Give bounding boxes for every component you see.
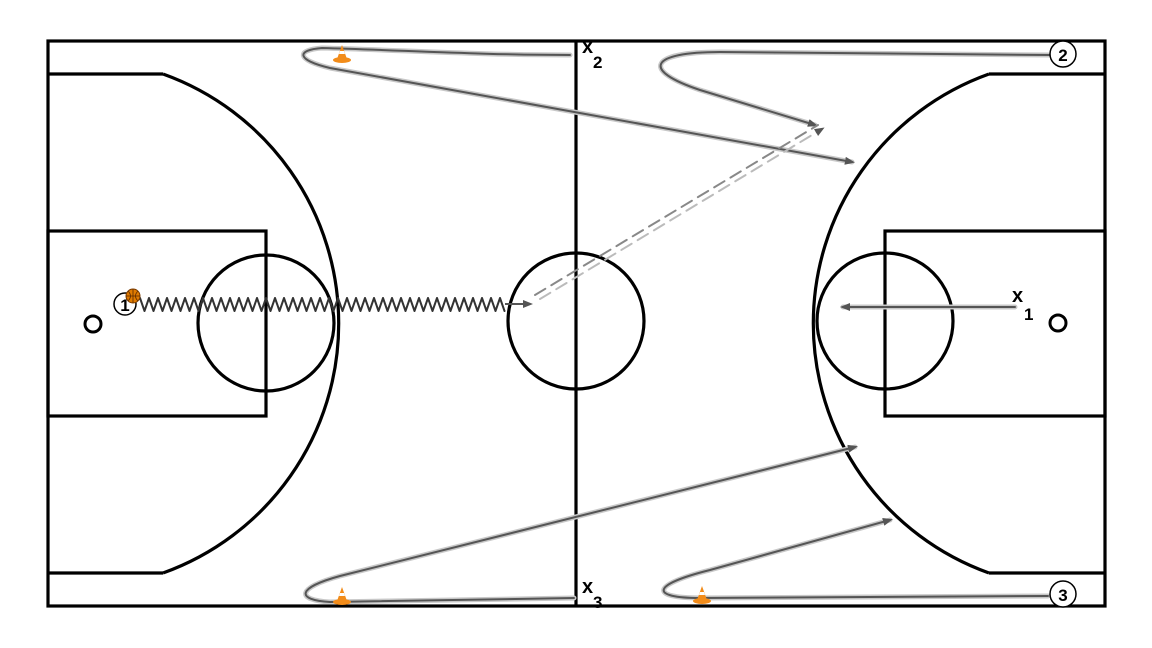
center-circle	[506, 251, 646, 391]
cut-path-player-3-core	[662, 518, 1049, 599]
cone-icon	[333, 587, 351, 605]
cone-icon	[333, 45, 351, 63]
defender-1-number: 1	[1024, 305, 1033, 324]
right-half	[811, 72, 1107, 575]
player-3: 3	[1049, 580, 1077, 608]
defender-2-number: 2	[593, 53, 602, 72]
right-three-point-arc	[811, 72, 990, 575]
left-basket	[83, 314, 103, 334]
right-key	[883, 229, 1107, 418]
movement-paths	[139, 45, 1053, 605]
left-free-throw-circle	[196, 253, 336, 393]
cut-path-top-left-core	[302, 47, 855, 165]
defender-2-mark: x	[582, 36, 593, 58]
defender-3-mark: x	[582, 576, 593, 598]
left-three-point-arc	[162, 72, 341, 575]
player-1-label: 1	[120, 296, 129, 315]
left-half	[46, 72, 341, 575]
defender-3-number: 3	[593, 593, 602, 612]
player-2: 2	[1049, 40, 1077, 68]
cut-path-player-2-core	[659, 51, 1051, 127]
dribble-path	[139, 297, 506, 312]
defender-2: x 2	[582, 36, 602, 72]
pass-path-shadow	[539, 127, 825, 300]
cut-path-player-2	[658, 49, 1053, 128]
cut-path-top-left	[300, 45, 855, 165]
cut-path-player-3	[661, 517, 1051, 601]
right-free-throw-circle	[815, 251, 955, 391]
cut-path-bottom-left-core	[304, 444, 858, 603]
player-2-label: 2	[1058, 46, 1067, 65]
right-basket	[1048, 313, 1068, 333]
defender-1-mark: x	[1012, 285, 1023, 307]
pass-path	[534, 124, 819, 296]
cone-icon	[693, 586, 711, 604]
defender-1: x 1	[1012, 285, 1033, 324]
cut-path-bottom-left	[303, 444, 858, 605]
defender-3: x 3	[582, 576, 602, 612]
left-key	[46, 229, 268, 418]
basketball-icon	[125, 288, 141, 304]
player-3-label: 3	[1058, 586, 1067, 605]
